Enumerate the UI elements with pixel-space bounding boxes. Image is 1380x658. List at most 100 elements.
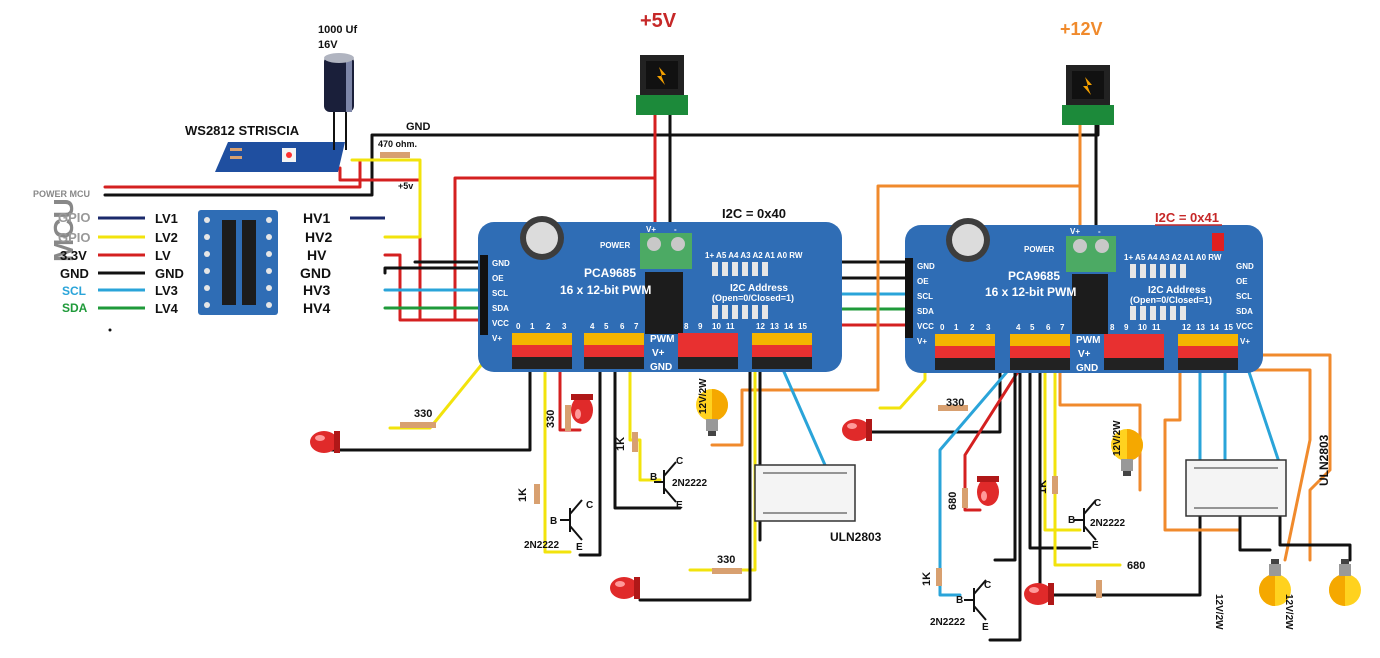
hv-label-list: HV1 HV2 HV GND HV3 HV4 — [300, 210, 332, 316]
hv-label: GND — [300, 265, 331, 281]
pin-label: SDA — [1236, 307, 1253, 316]
resistor-1k-2 — [632, 432, 638, 452]
board1-power-label: POWER — [600, 241, 630, 250]
resistor-1k-4 — [1052, 476, 1058, 494]
transistor-2 — [654, 461, 677, 503]
mcu-pin-label: SCL — [62, 284, 86, 298]
board1-rail-pwm: PWM — [650, 334, 674, 345]
board1-terminal-minus: - — [674, 225, 677, 234]
board2-rail-vplus: V+ — [1078, 349, 1091, 360]
t3-e: E — [982, 622, 989, 633]
channel-number: 0 — [940, 323, 945, 332]
resistor-1k-1 — [534, 484, 540, 504]
channel-number: 11 — [1152, 323, 1161, 332]
mcu-pin-wires — [98, 216, 145, 310]
channel-number: 15 — [1224, 323, 1233, 332]
uln2803-1 — [754, 464, 856, 522]
mcu-pin-list: GPIO GPIO 3.3V GND SCL SDA — [58, 210, 91, 315]
dot-marker — [108, 328, 112, 332]
resistor-1k-3 — [936, 568, 942, 586]
channel-number: 2 — [970, 323, 975, 332]
channel-number: 15 — [798, 322, 807, 331]
board2-rail-pwm: PWM — [1076, 335, 1100, 346]
resistor-680-1 — [962, 488, 968, 508]
channel-number: 3 — [562, 322, 567, 331]
transistor-1 — [560, 499, 583, 541]
led-5 — [977, 476, 999, 506]
pin-label: OE — [1236, 277, 1248, 286]
bulb-label-1: 12V/2W — [698, 378, 709, 414]
board1-chip: PCA9685 — [584, 266, 636, 280]
resistor-330-2 — [565, 405, 571, 431]
gnd-label: GND — [406, 121, 431, 133]
t2-e: E — [676, 500, 683, 511]
board2-subtitle: 16 x 12-bit PWM — [985, 285, 1076, 299]
level-label: LV3 — [155, 283, 178, 298]
pin-label: SCL — [1236, 292, 1252, 301]
pin-label: SDA — [917, 307, 934, 316]
mcu-pin-label: 3.3V — [60, 248, 87, 263]
r1k-label-2: 1K — [615, 437, 627, 451]
channel-number: 8 — [684, 322, 689, 331]
resistor-470-label: 470 ohm. — [378, 139, 417, 149]
r680-label-2: 680 — [1127, 560, 1145, 572]
channel-number: 7 — [634, 322, 639, 331]
channel-number: 6 — [1046, 323, 1051, 332]
board1-left-pins: GND OE SCL SDA VCC V+ — [492, 259, 510, 343]
r330-label-1: 330 — [414, 408, 432, 420]
pca9685-board-2 — [905, 218, 1263, 373]
bulb-4 — [1329, 559, 1361, 606]
board2-channels: 0 1 2 3 4 5 6 7 8 9 10 11 12 13 14 15 — [940, 323, 1233, 332]
t4-label: 2N2222 — [1090, 518, 1125, 529]
level-label: LV — [155, 248, 171, 263]
transistor-4 — [1074, 499, 1097, 541]
channel-number: 2 — [546, 322, 551, 331]
mcu-title: MCU — [48, 198, 79, 262]
channel-number: 13 — [1196, 323, 1205, 332]
pin-label: GND — [492, 259, 510, 268]
pin-label: OE — [917, 277, 929, 286]
power-jack-12v — [1062, 65, 1114, 125]
hv-label: HV3 — [303, 282, 330, 298]
channel-number: 12 — [1182, 323, 1191, 332]
channel-number: 11 — [726, 322, 735, 331]
t4-b: B — [1068, 515, 1075, 526]
t1-b: B — [550, 516, 557, 527]
board2-address: I2C = 0x41 — [1155, 210, 1219, 225]
channel-number: 7 — [1060, 323, 1065, 332]
v5-label: +5V — [640, 10, 677, 32]
r1k-label-3: 1K — [921, 572, 933, 586]
pin-label: SDA — [492, 304, 509, 313]
board2-chip: PCA9685 — [1008, 269, 1060, 283]
led-1 — [310, 431, 340, 453]
board1-terminal-vplus: V+ — [646, 225, 656, 234]
level-label: GND — [155, 266, 184, 281]
led-3 — [610, 577, 640, 599]
channel-number: 10 — [712, 322, 721, 331]
mcu-pin-label: GND — [60, 266, 89, 281]
r1k-label-1: 1K — [517, 488, 529, 502]
resistor-680-2 — [1096, 580, 1102, 598]
board1-subtitle: 16 x 12-bit PWM — [560, 283, 651, 297]
t3-c: C — [984, 580, 991, 591]
t2-label: 2N2222 — [672, 478, 707, 489]
board2-right-pins: GND OE SCL SDA VCC V+ — [1236, 262, 1254, 346]
pin-label: GND — [1236, 262, 1254, 271]
level-label: LV4 — [155, 301, 179, 316]
board1-rail-vplus: V+ — [652, 348, 665, 359]
channel-number: 5 — [1030, 323, 1035, 332]
channel-number: 0 — [516, 322, 521, 331]
uln-label-2: ULN2803 — [1317, 434, 1331, 486]
board2-rail-gnd: GND — [1076, 363, 1098, 374]
hv-label: HV1 — [303, 210, 330, 226]
power-jack-5v — [636, 55, 688, 115]
board2-addr-note2: (Open=0/Closed=1) — [1130, 295, 1212, 305]
board2-left-pins: GND OE SCL SDA VCC V+ — [917, 262, 935, 346]
channel-number: 12 — [756, 322, 765, 331]
channel-number: 14 — [784, 322, 793, 331]
r1k-label-4: 1K — [1037, 480, 1049, 494]
channel-number: 8 — [1110, 323, 1115, 332]
hv-label: HV2 — [305, 229, 332, 245]
r330-label-4: 330 — [946, 397, 964, 409]
